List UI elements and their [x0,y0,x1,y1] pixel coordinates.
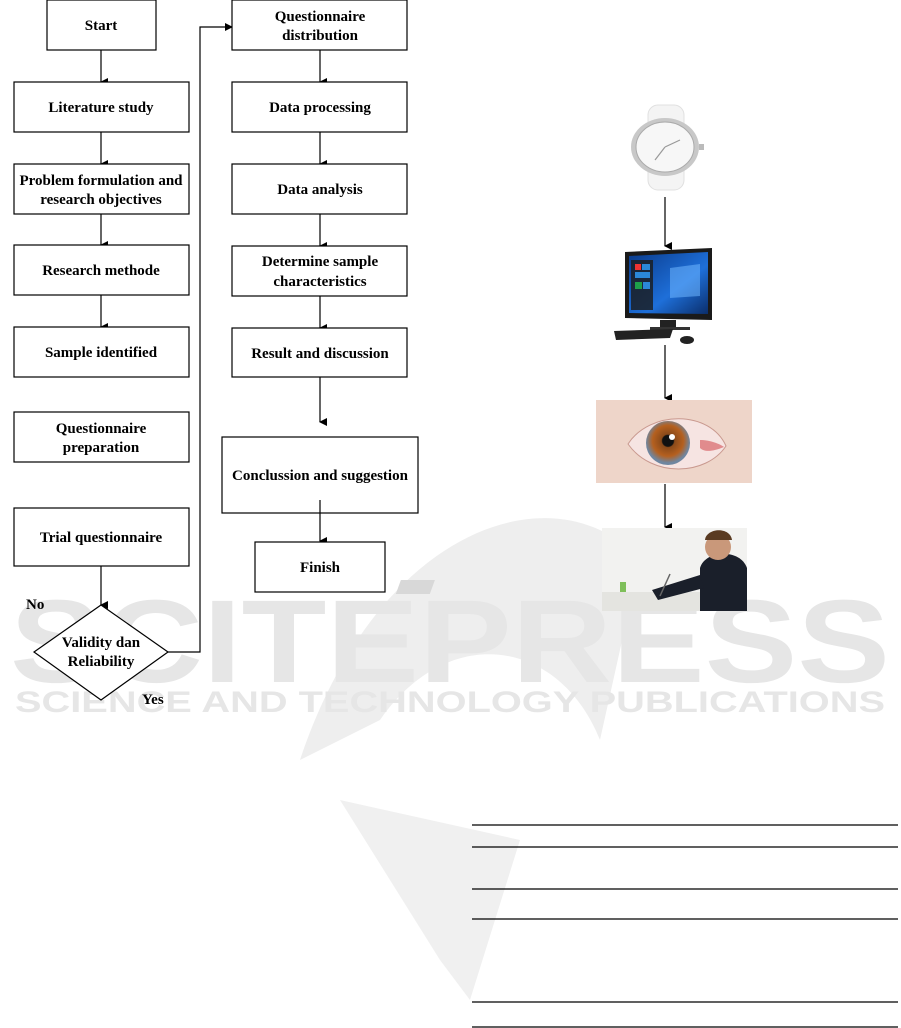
flow-box-literature-study: Literature study [13,81,190,133]
flowchart: Start Literature study Problem formulati… [13,0,419,708]
tired-worker-image [395,528,747,611]
watermark: SCITEPRESS SCIENCE AND TECHNOLOGY PUBLIC… [10,518,890,1000]
watch-image [631,104,704,191]
flow-decision-validity-reliability: Validity dan Reliability [32,604,170,701]
empty-table [472,824,898,1028]
decision-yes-label: Yes [142,692,164,708]
flow-label: Sample identified [45,345,158,361]
flow-label: Literature study [48,100,154,116]
flow-label: distribution [282,28,359,44]
flow-label: preparation [63,440,140,456]
eye-image [596,400,752,483]
flow-box-problem-formulation: Problem formulation and research objecti… [13,163,190,215]
flow-box-research-methode: Research methode [13,244,190,296]
flow-label: Result and discussion [251,346,389,362]
flow-box-trial-questionnaire: Trial questionnaire [13,507,190,567]
connector-yes-to-distribution [168,23,233,653]
decision-no-label: No [26,597,44,613]
flow-label: Determine sample [262,254,379,270]
flow-box-determine-sample: Determine sample characteristics [231,245,408,297]
flow-box-start: Start [46,0,157,51]
flow-box-data-processing: Data processing [231,81,408,133]
flow-label: characteristics [273,274,366,290]
flow-label: Data processing [269,100,371,116]
flow-label: Trial questionnaire [40,530,163,546]
flow-box-conclusion-suggestion: Conclussion and suggestion [221,436,419,514]
flow-label: Research methode [42,263,160,279]
flow-box-questionnaire-distribution: Questionnaire distribution [231,0,408,51]
flow-box-data-analysis: Data analysis [231,163,408,215]
flow-label: Problem formulation and [19,173,183,189]
watermark-sub: SCIENCE AND TECHNOLOGY PUBLICATIONS [15,686,885,719]
computer-image [614,248,712,344]
flow-label: Questionnaire [275,9,366,25]
image-sequence [395,104,752,611]
flow-box-finish: Finish [254,541,386,593]
flow-label: research objectives [40,192,162,208]
flow-label: Data analysis [277,182,363,198]
flow-box-result-discussion: Result and discussion [231,327,408,378]
flow-box-questionnaire-preparation: Questionnaire preparation [13,411,190,463]
flow-label: Start [85,18,118,34]
flow-box-sample-identified: Sample identified [13,326,190,378]
flow-label: Validity dan [62,635,141,651]
flow-label: Finish [300,560,341,576]
flow-label: Conclussion and suggestion [232,468,409,484]
flow-label: Reliability [68,654,135,670]
flow-label: Questionnaire [56,421,147,437]
